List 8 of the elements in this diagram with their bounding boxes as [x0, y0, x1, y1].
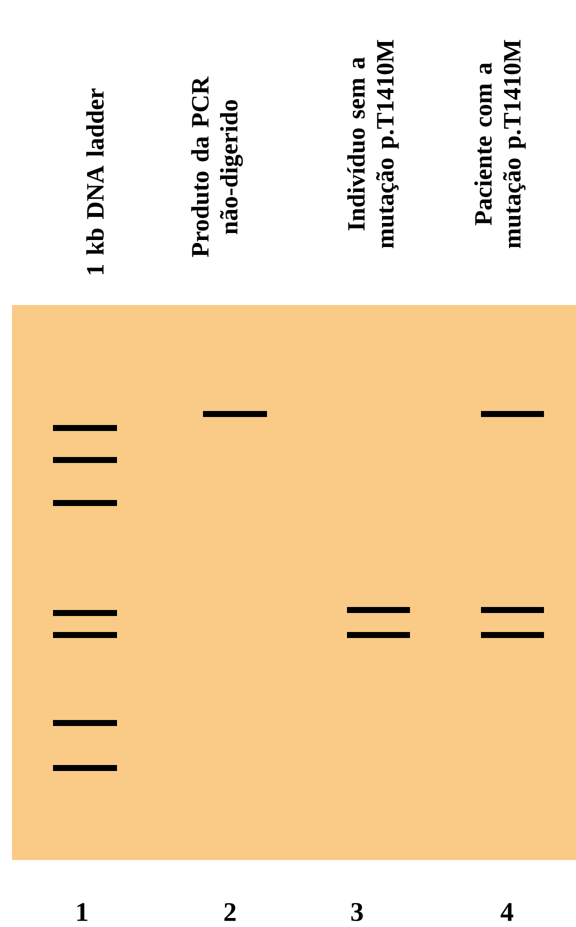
lane-title: 1 kb DNA ladder [86, 88, 104, 274]
lane-number: 1 [77, 903, 88, 921]
lane-number: 4 [500, 903, 514, 921]
lane-title: Paciente com a mutação p.T1410M [474, 40, 526, 248]
lane-number: 3 [351, 902, 363, 922]
lane-title: Produto da PCR não-digerido [191, 76, 243, 257]
lane-number: 2 [224, 903, 236, 921]
lane-title: Indivíduo sem a mutação p.T1410M [347, 40, 399, 248]
